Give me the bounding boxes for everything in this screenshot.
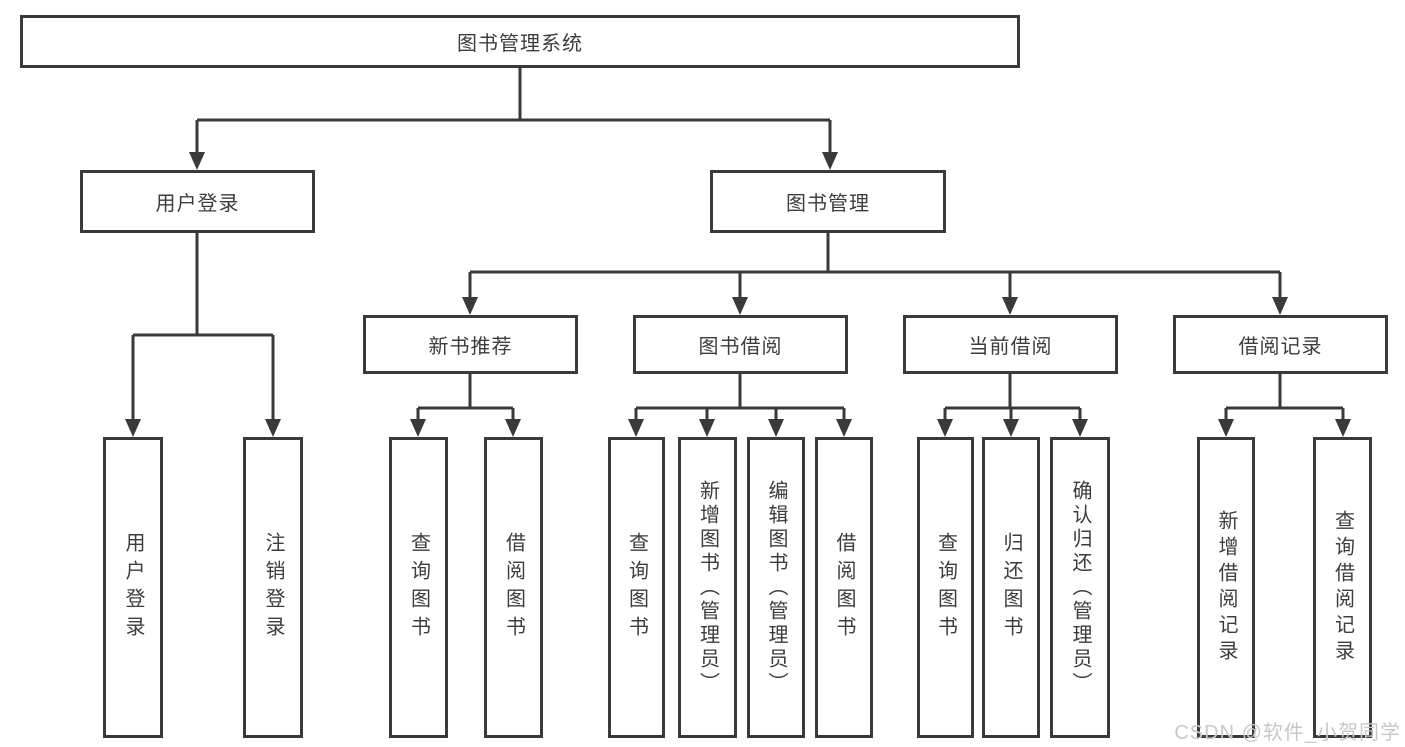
leaf-logout: 注销登录	[243, 437, 303, 738]
node-label: 确认归还（管理员）	[1069, 479, 1091, 696]
node-label: 新书推荐	[428, 336, 513, 358]
node-root: 图书管理系统	[20, 15, 1020, 68]
node-label: 查询图书	[407, 531, 430, 644]
leaf-add-book-admin: 新增图书（管理员）	[678, 437, 737, 738]
node-label: 当前借阅	[968, 336, 1053, 358]
leaf-query-books-recommend: 查询图书	[389, 437, 448, 738]
leaf-query-books-borrowing: 查询图书	[608, 437, 665, 738]
leaf-confirm-return-admin: 确认归还（管理员）	[1050, 437, 1110, 738]
arrowheads	[125, 152, 1351, 437]
node-label: 注销登录	[262, 531, 284, 644]
node-label: 图书管理	[786, 193, 870, 215]
node-label: 借阅图书	[502, 531, 525, 644]
node-current-borrowing: 当前借阅	[903, 315, 1118, 374]
node-label: 图书管理系统	[457, 33, 583, 55]
leaf-add-borrow-record: 新增借阅记录	[1197, 437, 1255, 738]
node-user-login: 用户登录	[80, 170, 315, 233]
leaf-borrow-books-recommend: 借阅图书	[484, 437, 543, 738]
node-book-borrowing: 图书借阅	[633, 315, 848, 374]
node-label: 借阅图书	[833, 531, 855, 644]
leaf-return-books: 归还图书	[982, 437, 1040, 738]
node-label: 用户登录	[122, 531, 144, 644]
leaf-query-books-current: 查询图书	[917, 437, 974, 738]
node-label: 用户登录	[155, 193, 240, 215]
node-label: 借阅记录	[1238, 336, 1323, 358]
node-label: 归还图书	[1000, 531, 1022, 644]
node-label: 查询图书	[934, 531, 957, 644]
tree-edges	[131, 68, 1345, 423]
node-borrowing-records: 借阅记录	[1173, 315, 1388, 374]
leaf-edit-book-admin: 编辑图书（管理员）	[747, 437, 805, 738]
leaf-borrow-books-borrowing: 借阅图书	[815, 437, 873, 738]
node-new-book-recommend: 新书推荐	[363, 315, 578, 374]
node-label: 新增借阅记录	[1215, 509, 1237, 666]
node-book-management: 图书管理	[710, 170, 946, 233]
leaf-query-borrow-record: 查询借阅记录	[1313, 437, 1372, 738]
csdn-watermark: CSDN @软件_小贺同学	[1174, 722, 1401, 744]
node-label: 编辑图书（管理员）	[765, 479, 787, 696]
node-label: 查询图书	[625, 531, 648, 644]
node-label: 图书借阅	[698, 336, 783, 358]
node-label: 查询借阅记录	[1331, 509, 1354, 666]
leaf-user-login: 用户登录	[103, 437, 163, 738]
node-label: 新增图书（管理员）	[696, 479, 719, 696]
